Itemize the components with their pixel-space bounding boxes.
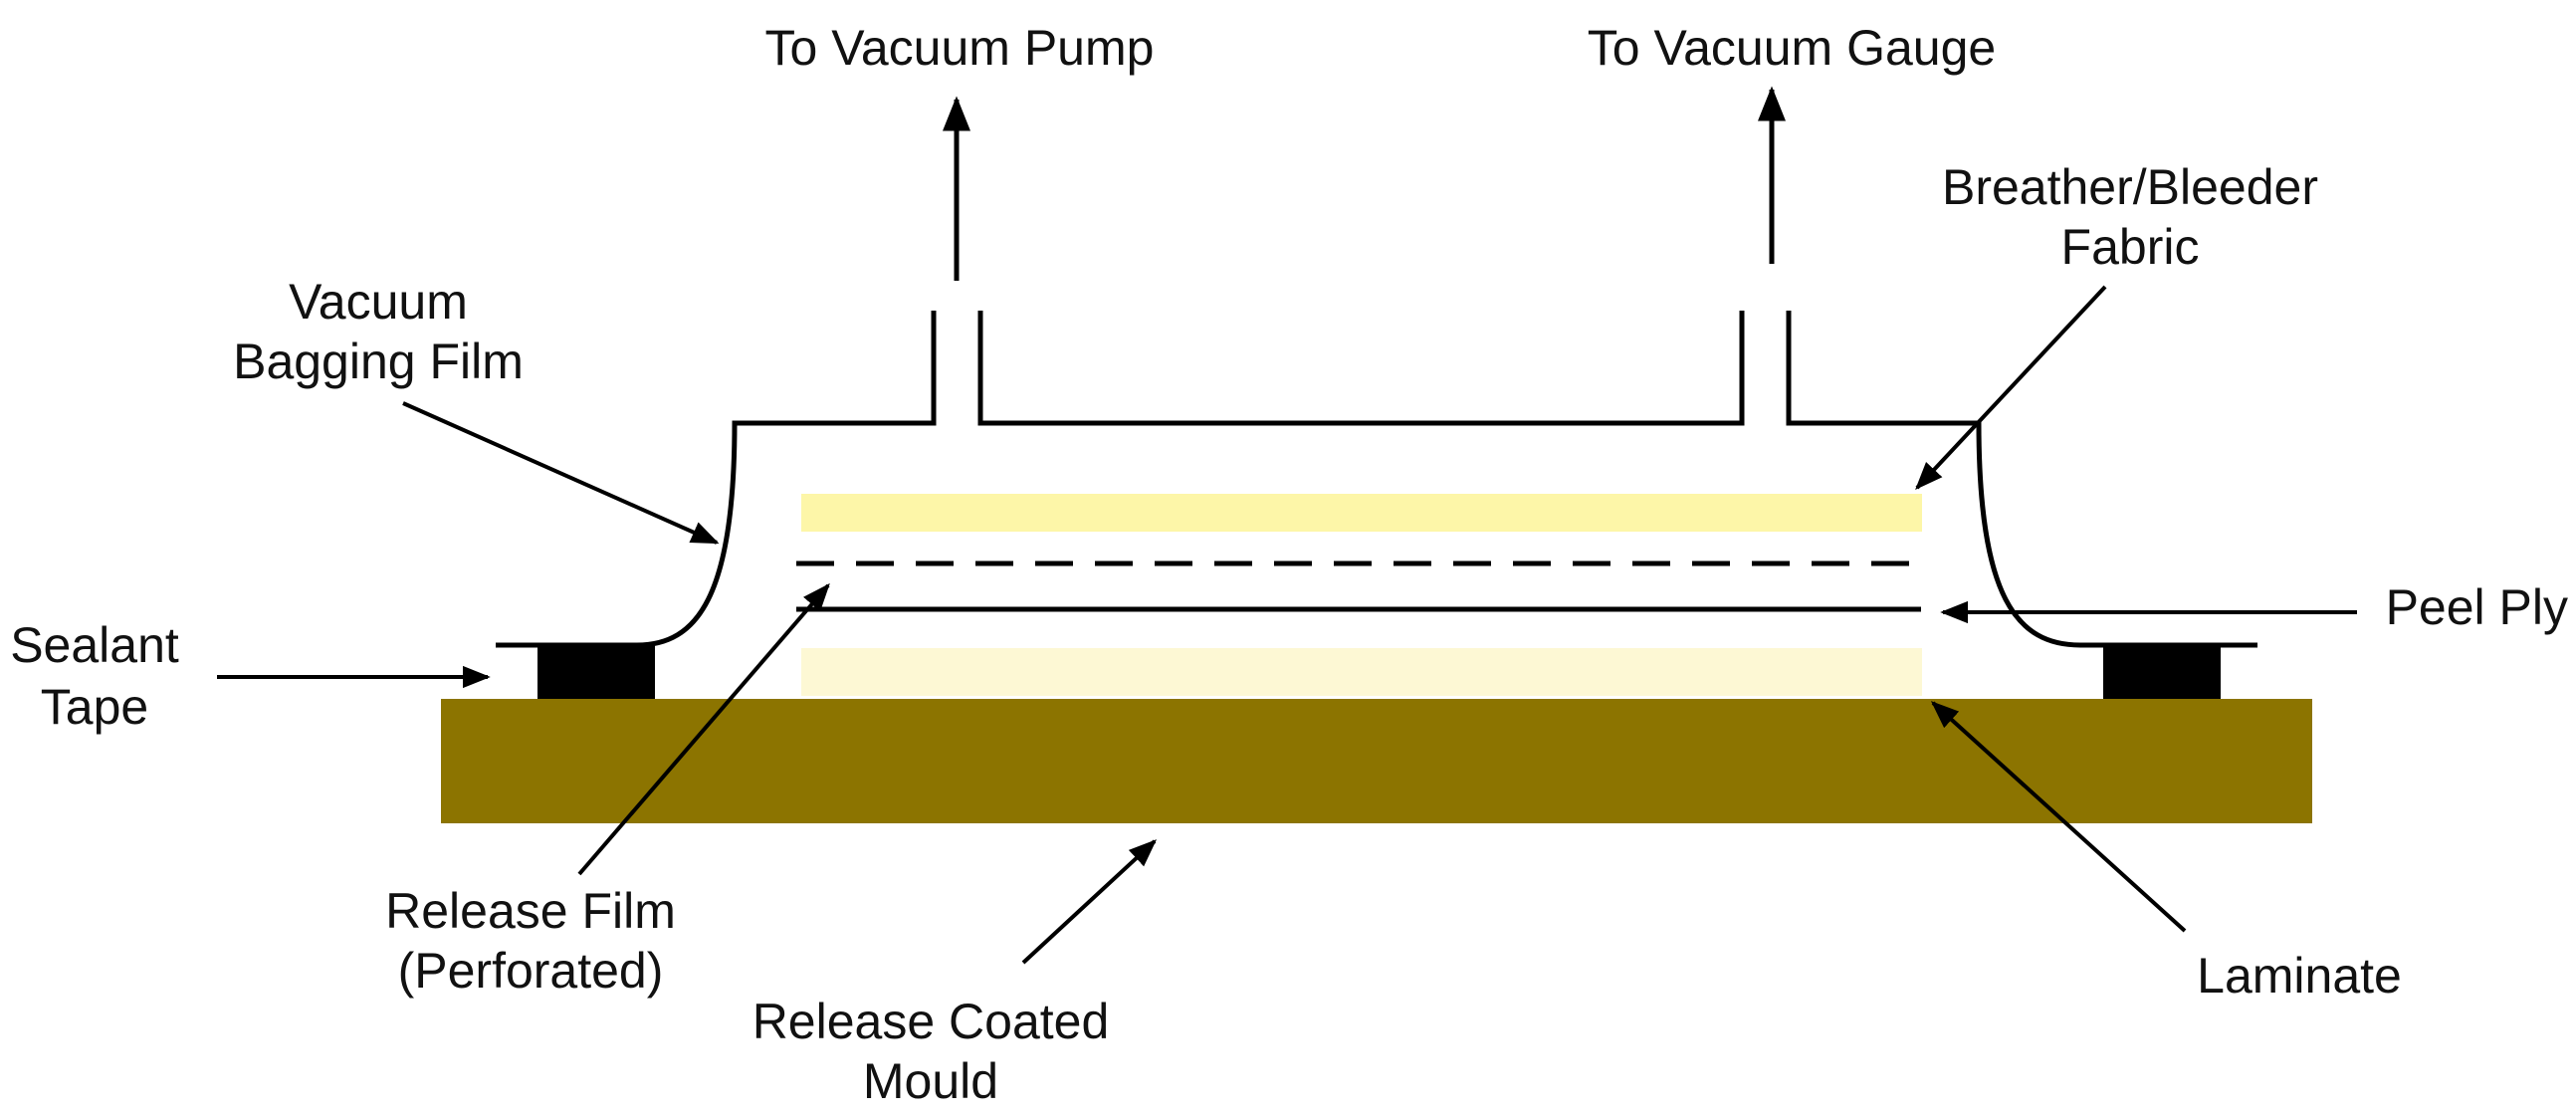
pump-label: To Vacuum Pump <box>765 20 1155 76</box>
release-film-leader-arrow <box>577 582 830 876</box>
breather-fabric-layer <box>801 494 1922 532</box>
breather-label-line2: Fabric <box>2061 219 2200 275</box>
mould-label-line1: Release Coated <box>752 994 1110 1049</box>
vacuum-bagging-film <box>496 311 2257 648</box>
sealant-label-line1: Sealant <box>10 617 179 673</box>
laminate-leader-arrow <box>1930 701 2187 933</box>
peel-label: Peel Ply <box>2386 579 2568 635</box>
release-film-label-line1: Release Film <box>385 883 676 939</box>
mould-leader-arrow <box>1021 839 1158 965</box>
laminate-layer <box>801 648 1922 696</box>
sealant-tape-left <box>537 645 655 699</box>
sealant-tape-right <box>2103 645 2221 699</box>
sealant-label-line2: Tape <box>41 679 148 735</box>
laminate-label: Laminate <box>2197 948 2402 1004</box>
film-label-line1: Vacuum <box>289 274 468 330</box>
film-label-line2: Bagging Film <box>233 334 524 389</box>
release-film-label-line2: (Perforated) <box>398 943 664 999</box>
film-leader-arrow <box>402 401 720 545</box>
mould-label-line2: Mould <box>863 1053 998 1109</box>
breather-label-line1: Breather/Bleeder <box>1942 159 2318 215</box>
breather-leader-arrow <box>1915 285 2107 491</box>
release-coated-mould <box>441 699 2312 823</box>
gauge-label: To Vacuum Gauge <box>1588 20 1996 76</box>
